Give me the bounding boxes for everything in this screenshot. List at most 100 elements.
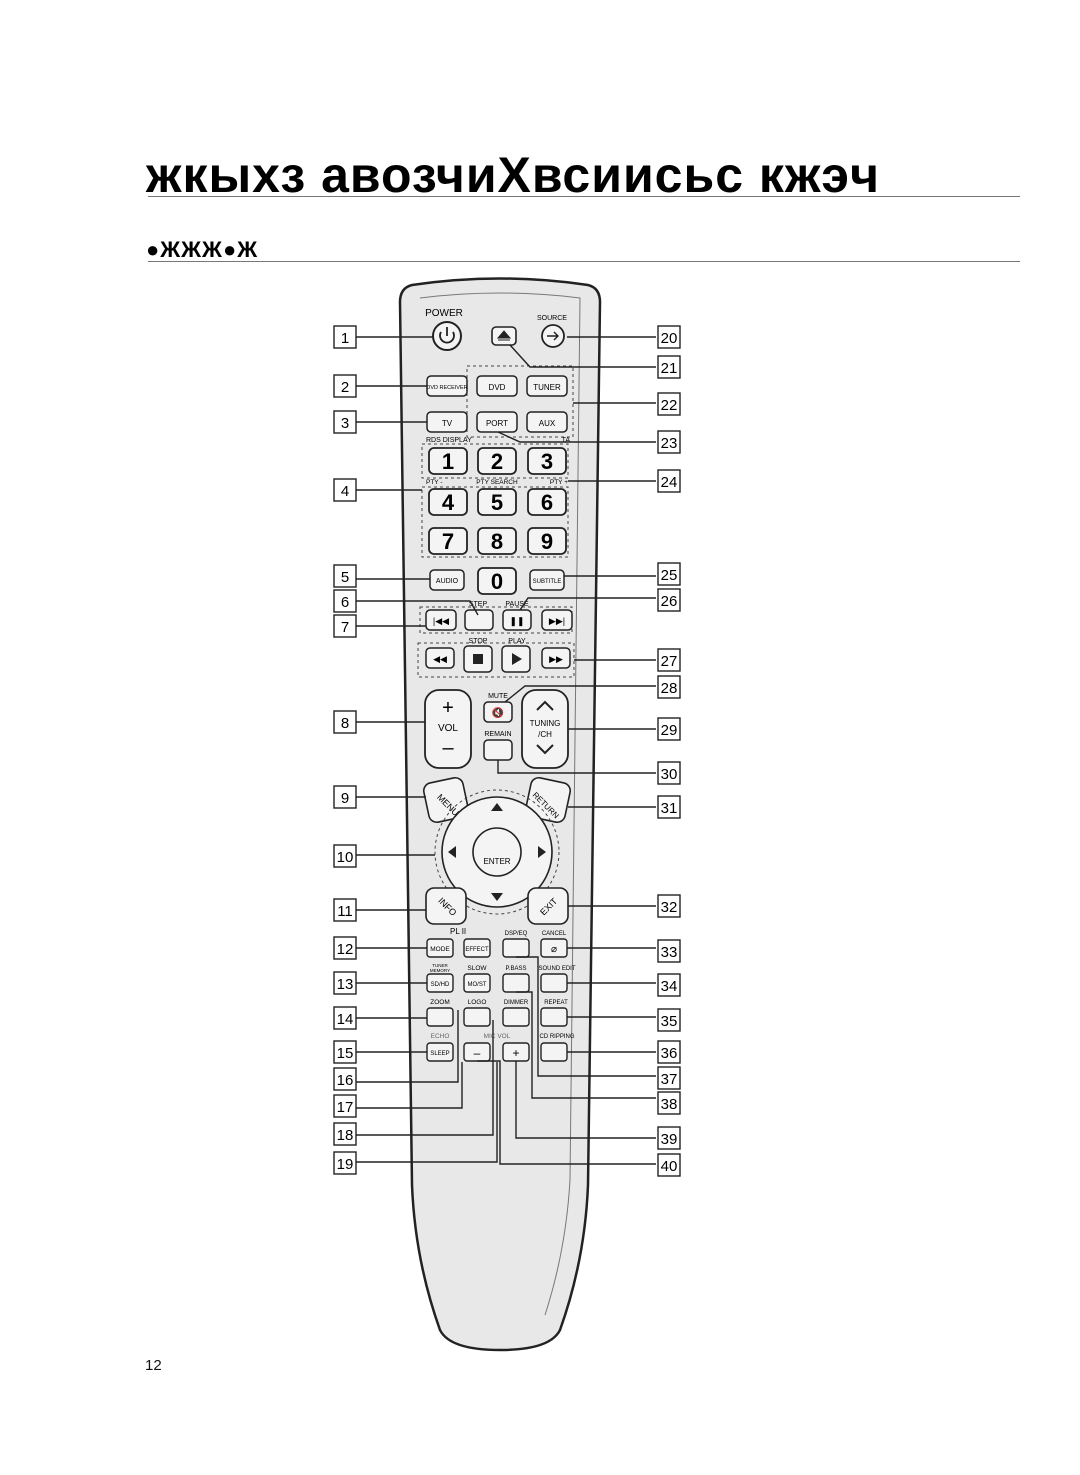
volume-rocker[interactable]: [424, 689, 472, 769]
rewind-button[interactable]: [425, 647, 455, 669]
dvd-button[interactable]: [476, 375, 518, 397]
digit-7-label: 7: [442, 529, 454, 554]
forward-button[interactable]: [541, 647, 571, 669]
digit-6-button[interactable]: [527, 488, 567, 516]
digit-0-label: 0: [491, 569, 503, 594]
audio-button[interactable]: [429, 569, 465, 591]
cancel-icon: ⌀: [551, 944, 557, 955]
dsp-eq-label: DSP/EQ: [505, 931, 528, 937]
callout-number-36: 36: [661, 1045, 678, 1062]
callout-box-7: [333, 614, 357, 638]
enter-label: ENTER: [483, 857, 510, 866]
callout-number-15: 15: [337, 1045, 354, 1062]
digit-7-button[interactable]: [428, 527, 468, 555]
callout-number-35: 35: [661, 1013, 678, 1030]
callout-box-33: [657, 939, 681, 963]
digit-9-button[interactable]: [527, 527, 567, 555]
title-rule: [148, 196, 1020, 197]
next-button[interactable]: [541, 609, 573, 631]
callout-box-4: [333, 478, 357, 502]
digit-3-button[interactable]: [527, 447, 567, 475]
digit-2-button[interactable]: [477, 447, 517, 475]
source-label: SOURCE: [537, 315, 567, 322]
tuner-memory-label-2: MEMORY: [430, 968, 450, 973]
dvd-receiver-label: DVD RECEIVER: [426, 385, 467, 391]
callout-box-35: [657, 1008, 681, 1032]
return-button[interactable]: [524, 776, 572, 824]
callout-box-18: [333, 1122, 357, 1146]
digit-2-label: 2: [491, 449, 503, 474]
digit-8-button[interactable]: [477, 527, 517, 555]
callout-number-25: 25: [661, 567, 678, 584]
callout-number-5: 5: [341, 569, 349, 586]
dsp-eq-button[interactable]: [502, 938, 530, 958]
mute-button[interactable]: [483, 701, 513, 723]
menu-button[interactable]: [422, 776, 470, 824]
callout-box-29: [657, 717, 681, 741]
play-label: PLAY: [508, 638, 526, 645]
callout-box-1: [333, 325, 357, 349]
callout-number-3: 3: [341, 415, 349, 432]
cancel-label: CANCEL: [542, 931, 567, 937]
tuning-label: TUNING: [530, 719, 561, 728]
tuner-button[interactable]: [526, 375, 568, 397]
remain-label: REMAIN: [484, 731, 511, 738]
callout-box-26: [657, 588, 681, 612]
callout-box-31: [657, 795, 681, 819]
digit-1-button[interactable]: [428, 447, 468, 475]
tuning-down-icon: [536, 744, 554, 755]
pause-icon: ❚❚: [509, 616, 524, 627]
digit-0-button[interactable]: [477, 567, 517, 595]
callout-number-33: 33: [661, 944, 678, 961]
port-button[interactable]: [476, 411, 518, 433]
plus-icon: +: [512, 1046, 519, 1060]
power-icon: [439, 327, 455, 344]
callout-box-30: [657, 761, 681, 785]
digit-8-label: 8: [491, 529, 503, 554]
callout-number-30: 30: [661, 766, 678, 783]
nav-group-box: [434, 789, 560, 915]
mode-label: MODE: [430, 946, 450, 953]
prev-button[interactable]: [425, 609, 457, 631]
digit-4-button[interactable]: [428, 488, 468, 516]
nav-left-icon: [448, 846, 456, 858]
callout-box-39: [657, 1126, 681, 1150]
pbass-button[interactable]: [502, 973, 530, 993]
rewind-icon: ◀◀: [433, 654, 447, 664]
callout-box-25: [657, 562, 681, 586]
pbass-label: P.BASS: [506, 966, 527, 972]
enter-button[interactable]: [472, 827, 522, 877]
callout-box-19: [333, 1151, 357, 1175]
mo-st-button[interactable]: [463, 973, 491, 993]
logo-button[interactable]: [463, 1007, 491, 1027]
port-label: PORT: [486, 419, 508, 428]
rds-group-box: [421, 443, 569, 479]
effect-button[interactable]: [463, 938, 491, 958]
pause-button[interactable]: [502, 609, 532, 631]
callout-number-13: 13: [337, 976, 354, 993]
digit-5-button[interactable]: [477, 488, 517, 516]
step-button[interactable]: [464, 609, 494, 631]
callout-number-31: 31: [661, 800, 678, 817]
info-button[interactable]: [425, 887, 467, 925]
callout-number-18: 18: [337, 1127, 354, 1144]
repeat-button[interactable]: [540, 1007, 568, 1027]
aux-label: AUX: [539, 419, 556, 428]
forward-icon: ▶▶: [549, 654, 563, 664]
sound-edit-button[interactable]: [540, 973, 568, 993]
zoom-label: ZOOM: [430, 999, 450, 1006]
remain-button[interactable]: [483, 739, 513, 761]
cd-ripping-button[interactable]: [540, 1042, 568, 1062]
aux-button[interactable]: [526, 411, 568, 433]
pty-plus-label: PTY +: [550, 479, 568, 486]
callout-box-36: [657, 1040, 681, 1064]
callout-number-32: 32: [661, 899, 678, 916]
vol-label: VOL: [438, 723, 458, 734]
zoom-button[interactable]: [426, 1007, 454, 1027]
tuner-label: TUNER: [533, 383, 561, 392]
dimmer-button[interactable]: [502, 1007, 530, 1027]
callout-number-24: 24: [661, 474, 678, 491]
subtitle-button[interactable]: [529, 569, 565, 591]
minus-icon: –: [474, 1046, 481, 1060]
callout-box-22: [657, 392, 681, 416]
